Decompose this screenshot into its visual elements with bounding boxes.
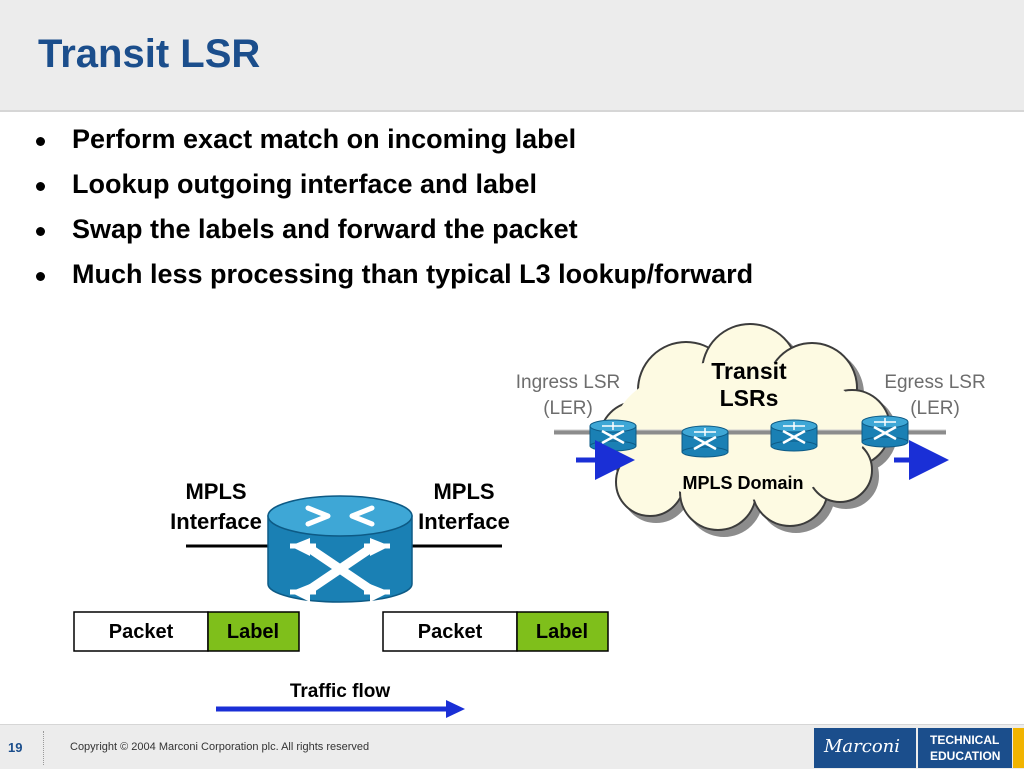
transit-lsrs-label: LSRs <box>720 385 779 411</box>
mpls-domain-label: MPLS Domain <box>682 473 803 493</box>
gold-accent-strip <box>1013 728 1024 768</box>
bullet-item: Perform exact match on incoming label <box>32 124 753 169</box>
slide-title: Transit LSR <box>38 32 261 76</box>
logo-text: Marconi <box>824 736 901 757</box>
left-interface-sub-label: Interface <box>170 509 262 534</box>
right-packet-frame: Packet Label <box>382 611 609 652</box>
ingress-label: Ingress LSR <box>516 372 621 393</box>
egress-ler-label: (LER) <box>910 398 960 419</box>
router-icon <box>681 425 729 458</box>
bullet-item: Lookup outgoing interface and label <box>32 169 753 214</box>
tech-line-1: TECHNICAL <box>930 733 1000 747</box>
copyright-text: Copyright © 2004 Marconi Corporation plc… <box>70 741 370 753</box>
router-icon <box>589 419 637 452</box>
packet-cell: Packet <box>109 621 174 643</box>
transit-router-icon <box>267 495 413 603</box>
transit-label: Transit <box>711 358 787 384</box>
label-cell: Label <box>536 621 588 643</box>
traffic-flow-label: Traffic flow <box>290 681 391 702</box>
footer-divider <box>43 731 44 765</box>
router-icon <box>770 419 818 452</box>
bullet-item: Swap the labels and forward the packet <box>32 214 753 259</box>
router-icon <box>861 415 909 448</box>
tech-line-2: EDUCATION <box>930 749 1001 763</box>
marconi-logo: Marconi <box>814 728 916 768</box>
technical-education-badge: TECHNICAL EDUCATION <box>918 728 1012 768</box>
packet-cell: Packet <box>418 621 483 643</box>
right-interface-sub-label: Interface <box>418 509 510 534</box>
left-packet-frame: Packet Label <box>73 611 300 652</box>
bullet-list: Perform exact match on incoming label Lo… <box>32 124 753 304</box>
page-number: 19 <box>8 740 23 755</box>
right-interface-label: MPLS <box>433 479 494 504</box>
egress-label: Egress LSR <box>884 372 985 393</box>
ingress-ler-label: (LER) <box>543 398 593 419</box>
bullet-item: Much less processing than typical L3 loo… <box>32 259 753 304</box>
left-interface-label: MPLS <box>185 479 246 504</box>
label-cell: Label <box>227 621 279 643</box>
slide-header: Transit LSR <box>0 0 1024 112</box>
